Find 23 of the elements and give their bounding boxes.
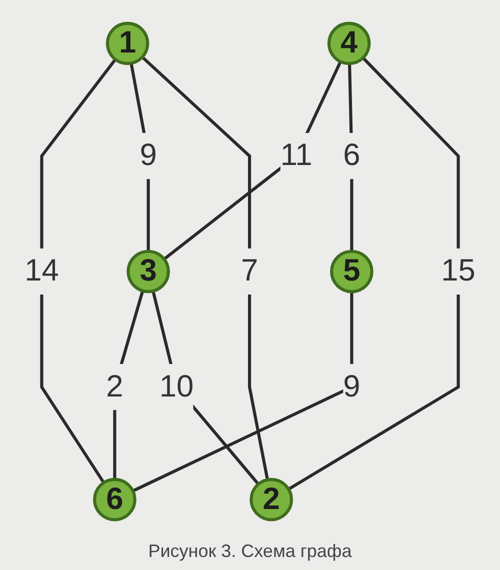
connector [132, 292, 354, 492]
edge-label: 9 [140, 139, 157, 173]
node-circle [330, 250, 374, 294]
connector [288, 56, 460, 491]
graph-diagram: 9 11 6 14 7 15 2 10 9 1 4 3 5 6 2 [8, 8, 492, 535]
edge-label: 6 [343, 139, 360, 173]
node-circle [250, 478, 293, 522]
connector [152, 290, 260, 486]
edge-label: 10 [159, 370, 194, 404]
connector [141, 56, 270, 480]
connector [40, 58, 117, 484]
edge-label: 2 [106, 370, 124, 404]
edge-label: 11 [280, 139, 312, 173]
edge-label: 9 [343, 370, 360, 404]
edge-label: 14 [24, 254, 59, 288]
node-circle [106, 22, 150, 66]
figure-caption: Рисунок 3. Схема графа [148, 541, 352, 562]
node-circle [93, 478, 136, 522]
node-circle [126, 250, 170, 294]
connector [163, 61, 342, 260]
node-circle [327, 22, 371, 66]
edge-label: 7 [240, 254, 258, 288]
edge-label: 15 [441, 254, 476, 288]
